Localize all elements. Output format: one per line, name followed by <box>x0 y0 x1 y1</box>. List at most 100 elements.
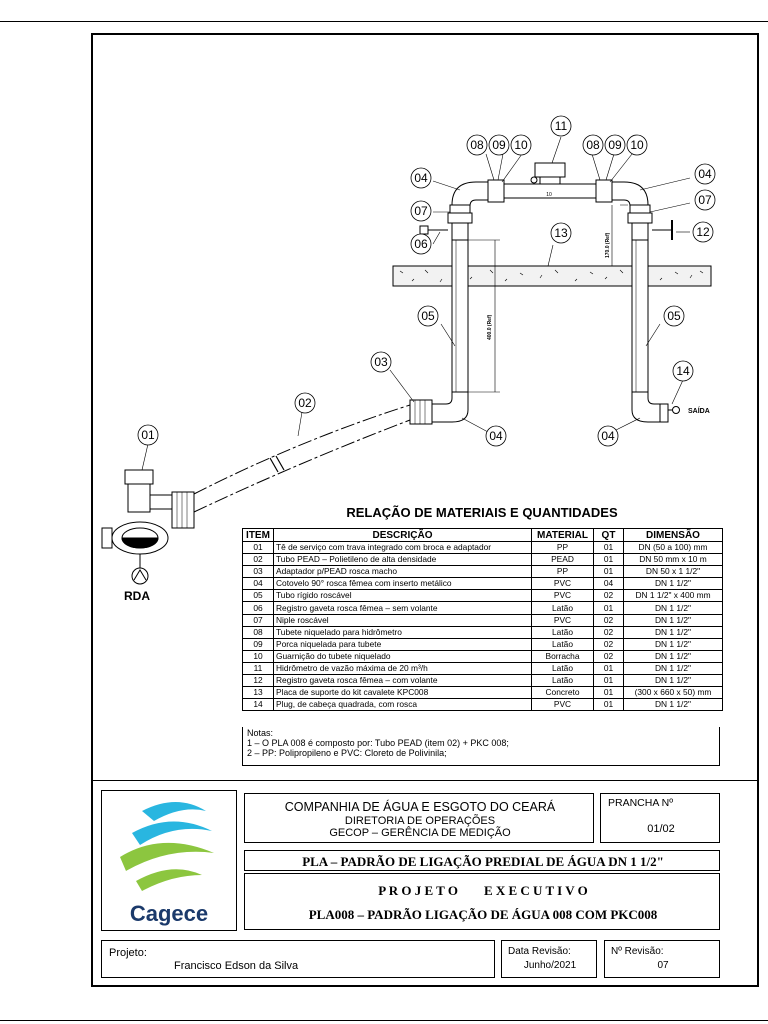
callout-07b <box>694 189 716 211</box>
revision-date-box: Data Revisão: Junho/2021 <box>501 940 597 978</box>
materials-title: RELAÇÃO DE MATERIAIS E QUANTIDADES <box>346 505 618 520</box>
callout-03 <box>370 351 392 373</box>
project-author: Francisco Edson da Silva <box>174 960 299 972</box>
top-rule <box>0 21 768 22</box>
cell-qty: 04 <box>593 577 624 591</box>
rda-label: RDA <box>124 589 150 603</box>
note-1: 1 – O PLA 008 é composto por: Tubo PEAD … <box>247 738 509 748</box>
revision-number-value: 07 <box>657 960 669 971</box>
svg-text:10: 10 <box>514 138 528 152</box>
cell-description: Cotovelo 90° rosca fêmea com inserto met… <box>273 577 532 591</box>
svg-text:07: 07 <box>414 204 428 218</box>
callout-07a <box>410 200 432 222</box>
svg-text:13: 13 <box>554 226 568 240</box>
cell-dimension: DN 1 1/2" <box>623 674 723 688</box>
cell-description: Tubete niquelado para hidrômetro <box>273 625 532 639</box>
svg-text:01: 01 <box>141 428 155 442</box>
cell-description: Plug, de cabeça quadrada, com rosca <box>273 698 532 712</box>
cell-dimension: (300 x 660 x 50) mm <box>623 686 723 700</box>
bottom-rule <box>0 1020 768 1021</box>
cell-description: Tubo rígido roscável <box>273 589 532 603</box>
logo-box: Cagece <box>101 790 237 931</box>
dim-400: 400.0 (Ref) <box>487 314 493 340</box>
svg-text:05: 05 <box>667 309 681 323</box>
cell-item: 07 <box>242 613 274 627</box>
cell-material: Latão <box>531 674 594 688</box>
callout-10b <box>626 134 648 156</box>
titleblock-divider <box>93 780 757 781</box>
svg-text:04: 04 <box>489 429 503 443</box>
main-title: PLA – PADRÃO DE LIGAÇÃO PREDIAL DE ÁGUA … <box>302 854 664 869</box>
cell-qty: 02 <box>593 613 624 627</box>
cell-material: Latão <box>531 637 594 651</box>
cagece-logo: Cagece <box>120 802 214 926</box>
col-qty: QT <box>593 528 624 542</box>
cell-item: 04 <box>242 577 274 591</box>
callout-04d <box>597 425 619 447</box>
callout-13 <box>550 222 572 244</box>
cell-dimension: DN 1 1/2" <box>623 661 723 676</box>
cell-qty: 01 <box>593 698 624 712</box>
note-2: 2 – PP: Polipropileno e PVC: Cloreto de … <box>247 748 447 758</box>
svg-text:02: 02 <box>298 396 312 410</box>
cell-dimension: DN 1 1/2" <box>623 637 723 651</box>
cell-description: Registro gaveta rosca fêmea – sem volant… <box>273 601 532 615</box>
saida-label: SAÍDA <box>688 406 710 415</box>
svg-text:11: 11 <box>555 119 568 133</box>
col-material: MATERIAL <box>531 528 594 542</box>
callout-05a <box>417 305 439 327</box>
cell-qty: 02 <box>593 637 624 651</box>
cell-dimension: DN 50 mm x 10 m <box>623 553 723 567</box>
revision-number-box: Nº Revisão: 07 <box>604 940 720 978</box>
logo-swoosh-cyan <box>142 802 206 821</box>
notes-title: Notas: <box>247 728 274 738</box>
callout-14 <box>672 360 694 382</box>
cell-material: Latão <box>531 661 594 676</box>
logo-swoosh-cyan-2 <box>132 821 212 845</box>
cell-material: PP <box>531 540 594 555</box>
cell-item: 05 <box>242 589 274 603</box>
company-box: COMPANHIA DE ÁGUA E ESGOTO DO CEARÁ DIRE… <box>244 793 594 843</box>
meter-label: 10 <box>546 192 552 198</box>
cell-material: PVC <box>531 698 594 712</box>
svg-text:09: 09 <box>608 138 622 152</box>
callout-06 <box>410 233 432 255</box>
cell-item: 03 <box>242 565 274 579</box>
cell-item: 12 <box>242 674 274 688</box>
svg-text:09: 09 <box>492 138 506 152</box>
cell-qty: 01 <box>593 540 624 555</box>
main-title-box: PLA – PADRÃO DE LIGAÇÃO PREDIAL DE ÁGUA … <box>244 850 720 871</box>
cell-qty: 02 <box>593 589 624 603</box>
cell-material: PVC <box>531 577 594 591</box>
cell-material: Latão <box>531 601 594 615</box>
project-label: Projeto: <box>109 947 147 959</box>
cell-description: Porca niquelada para tubete <box>273 637 532 651</box>
cell-dimension: DN 1 1/2" <box>623 613 723 627</box>
cell-qty: 02 <box>593 649 624 663</box>
cell-qty: 01 <box>593 674 624 688</box>
svg-text:04: 04 <box>601 429 615 443</box>
logo-swoosh-green <box>120 842 214 871</box>
cell-qty: 01 <box>593 553 624 567</box>
cell-material: PEAD <box>531 553 594 567</box>
cell-item: 10 <box>242 649 274 663</box>
cell-material: Borracha <box>531 649 594 663</box>
cell-dimension: DN 1 1/2" <box>623 577 723 591</box>
cell-qty: 01 <box>593 661 624 676</box>
cell-qty: 02 <box>593 625 624 639</box>
callout-04b <box>694 163 716 185</box>
cell-item: 02 <box>242 553 274 567</box>
project-type-box: P R O J E T O E X E C U T I V O PLA008 –… <box>244 873 720 930</box>
svg-text:07: 07 <box>698 193 712 207</box>
sheet-value: 01/02 <box>647 823 675 835</box>
cell-dimension: DN 1 1/2" <box>623 649 723 663</box>
svg-text:04: 04 <box>698 167 712 181</box>
callout-08b <box>582 134 604 156</box>
